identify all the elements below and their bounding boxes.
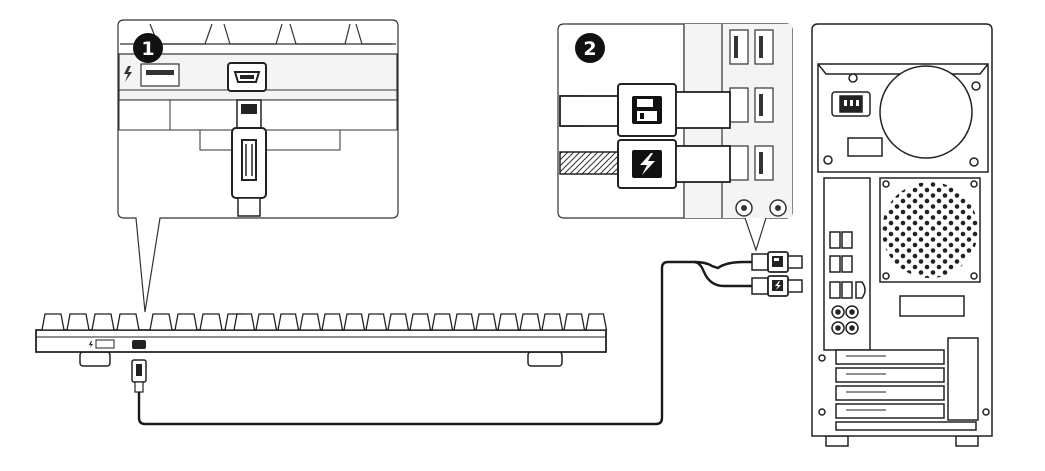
keycap: [233, 313, 256, 331]
keycap: [277, 313, 300, 331]
keycap: [409, 313, 432, 331]
keyboard-plug-small: [131, 359, 147, 393]
lightning-bolt-icon: [124, 66, 132, 82]
svg-text:1: 1: [141, 38, 154, 60]
keycap: [91, 313, 115, 331]
step-badge-1: 1: [133, 33, 163, 63]
callout-pc-usb: 2: [557, 23, 793, 252]
callout-keyboard-port: 1: [117, 19, 399, 313]
usb-cable: [137, 260, 752, 426]
keycap: [199, 313, 223, 331]
power-usb-plug: [559, 139, 731, 189]
keycap: [475, 313, 498, 331]
dual-usb-plugs: [751, 251, 803, 297]
floppy-disk-icon: [632, 96, 662, 124]
keycap: [66, 313, 90, 331]
keyboard: [35, 313, 608, 367]
keycap: [149, 313, 173, 331]
keycap: [541, 313, 564, 331]
keycap: [519, 313, 542, 331]
keycap: [563, 313, 586, 331]
keycap: [41, 313, 65, 331]
keycap: [299, 313, 322, 331]
keycap: [497, 313, 520, 331]
keycap: [431, 313, 454, 331]
pc-tower: [811, 23, 993, 447]
keycap: [321, 313, 344, 331]
keycap: [453, 313, 476, 331]
keycap: [343, 313, 366, 331]
keycap: [255, 313, 278, 331]
lightning-bolt-icon: [632, 150, 662, 178]
keycap: [365, 313, 388, 331]
keycap: [116, 313, 140, 331]
data-usb-plug: [559, 83, 731, 137]
svg-text:2: 2: [583, 38, 596, 60]
usb-mini-port-icon: [227, 62, 267, 92]
keycap: [585, 313, 608, 331]
keycap: [387, 313, 410, 331]
keyboard-cable-plug: [231, 99, 267, 217]
keycap: [174, 313, 198, 331]
step-badge-2: 2: [575, 33, 605, 63]
